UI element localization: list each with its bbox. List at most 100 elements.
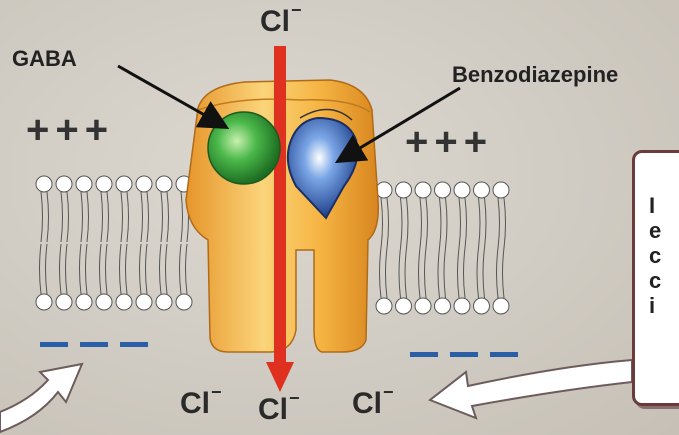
lipid-tail	[479, 198, 481, 248]
lipid-tail	[166, 244, 168, 294]
lipid-tail	[405, 248, 407, 298]
lipid-tail	[386, 248, 388, 298]
curved-arrow-left	[0, 364, 82, 432]
lipid-head	[76, 294, 92, 310]
lipid-tail	[485, 198, 487, 248]
chloride-symbol: Cl	[260, 5, 290, 38]
lipid-tail	[401, 198, 403, 248]
lipid-tail	[477, 248, 479, 298]
chloride-ion-top: Cl−	[260, 4, 302, 39]
lipid-head	[435, 298, 451, 314]
lipid-head	[493, 298, 509, 314]
chloride-charge: −	[211, 382, 222, 402]
lipid-tail	[66, 244, 68, 294]
lipid-tail	[483, 248, 485, 298]
lipid-head	[56, 294, 72, 310]
lipid-head	[376, 298, 392, 314]
lipid-tail	[126, 244, 128, 294]
lipid-tail	[40, 244, 42, 294]
positive-charges-left: +++	[26, 108, 114, 153]
lipid-tail	[101, 192, 103, 242]
lipid-bilayer-right	[376, 182, 509, 314]
lipid-head	[36, 176, 52, 192]
lipid-head	[76, 176, 92, 192]
lipid-tail	[146, 244, 148, 294]
lipid-tail	[497, 248, 499, 298]
lipid-tail	[47, 192, 49, 242]
negative-charges-right	[410, 352, 518, 357]
lipid-tail	[407, 198, 409, 248]
lipid-tail	[60, 244, 62, 294]
lipid-head	[96, 294, 112, 310]
lipid-head	[454, 182, 470, 198]
lipid-tail	[446, 198, 448, 248]
chloride-charge: −	[383, 382, 394, 402]
lipid-tail	[161, 192, 163, 242]
lipid-tail	[160, 244, 162, 294]
chloride-ion-bottom-right: Cl−	[352, 386, 394, 421]
negative-charges-left	[40, 342, 148, 347]
gaba-label: GABA	[12, 46, 77, 72]
lipid-tail	[80, 244, 82, 294]
lipid-tail	[41, 192, 43, 242]
lipid-tail	[465, 198, 467, 248]
lipid-head	[156, 176, 172, 192]
lipid-head	[415, 298, 431, 314]
lipid-tail	[87, 192, 89, 242]
lipid-tail	[426, 198, 428, 248]
lipid-head	[396, 182, 412, 198]
lipid-head	[136, 294, 152, 310]
lipid-tail	[67, 192, 69, 242]
lipid-bilayer-left	[36, 176, 192, 310]
lipid-tail	[458, 248, 460, 298]
lipid-tail	[106, 244, 108, 294]
lipid-head	[415, 182, 431, 198]
curved-arrow-right	[430, 360, 632, 418]
lipid-tail	[380, 248, 382, 298]
chloride-charge: −	[289, 388, 300, 408]
lipid-tail	[186, 244, 188, 294]
lipid-tail	[425, 248, 427, 298]
lipid-tail	[498, 198, 500, 248]
lipid-head	[156, 294, 172, 310]
lipid-head	[474, 298, 490, 314]
lipid-tail	[140, 244, 142, 294]
callout-box: I e c c i	[632, 150, 679, 406]
lipid-tail	[100, 244, 102, 294]
lipid-head	[454, 298, 470, 314]
lipid-tail	[86, 244, 88, 294]
lipid-tail	[438, 248, 440, 298]
lipid-head	[176, 294, 192, 310]
lipid-head	[36, 294, 52, 310]
lipid-head	[474, 182, 490, 198]
lipid-tail	[459, 198, 461, 248]
lipid-tail	[121, 192, 123, 242]
chloride-ion-bottom-left: Cl−	[180, 386, 222, 421]
lipid-tail	[381, 198, 383, 248]
lipid-head	[96, 176, 112, 192]
lipid-tail	[419, 248, 421, 298]
lipid-tail	[399, 248, 401, 298]
lipid-tail	[81, 192, 83, 242]
callout-text: I e c c i	[649, 193, 661, 318]
lipid-tail	[180, 244, 182, 294]
lipid-tail	[440, 198, 442, 248]
lipid-tail	[61, 192, 63, 242]
chloride-symbol: Cl	[258, 393, 288, 426]
lipid-head	[56, 176, 72, 192]
lipid-tail	[503, 248, 505, 298]
lipid-head	[116, 176, 132, 192]
chloride-symbol: Cl	[180, 387, 210, 420]
lipid-head	[116, 294, 132, 310]
lipid-head	[493, 182, 509, 198]
lipid-tail	[504, 198, 506, 248]
chloride-charge: −	[291, 0, 302, 20]
benzodiazepine-label: Benzodiazepine	[452, 62, 618, 88]
lipid-head	[136, 176, 152, 192]
lipid-tail	[120, 244, 122, 294]
lipid-tail	[387, 198, 389, 248]
lipid-tail	[127, 192, 129, 242]
lipid-head	[396, 298, 412, 314]
lipid-tail	[444, 248, 446, 298]
